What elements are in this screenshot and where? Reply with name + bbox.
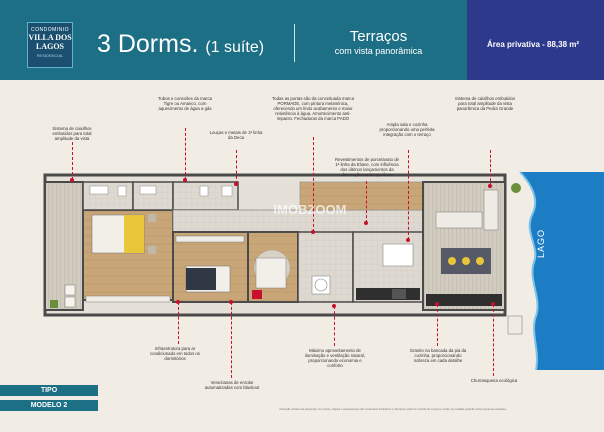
terrace-plant [50,300,58,308]
lead-5-dot [406,238,410,242]
social-sink [139,185,157,195]
note-revestimento: Revestimentos de porcelanato de 1ª linha… [334,157,399,177]
laundry-toilet [199,185,209,197]
lead-3-dot [234,182,238,186]
bedroom-3-bed [255,257,287,289]
note-portas: Todas as portas são da conceituada marca… [272,96,354,121]
lead-11-dot [435,302,439,306]
terrace-chair-1 [64,284,76,296]
left-terrace [44,181,84,311]
master-nightstand-1 [148,214,156,222]
lead-3 [236,150,237,184]
note-ampla-sala: Ampla sala e cozinha proporcionando uma … [379,122,435,137]
terrace-chair-2 [64,296,76,308]
note-venezianas: Venezianas de enrolar automatizadas com … [204,380,260,390]
suite-sink [89,185,109,195]
bedroom-2-wardrobe [175,235,245,243]
lead-4-dot [311,230,315,234]
logo-line-2: LAGOS [35,42,64,51]
title-suffix: (1 suíte) [205,39,265,56]
master-nightstand-2 [148,246,156,254]
subtitle-sub: com vista panorâmica [334,46,423,56]
tag-modelo: MODELO 2 [0,400,98,411]
watermark: IMOBZOOM [274,202,347,217]
title-main: 3 Dorms. [97,30,199,58]
lead-8-dot [176,300,180,304]
lead-10-dot [332,304,336,308]
terrace-table-deco-3 [476,257,484,265]
logo-sub: RESIDENCIAL [36,53,64,58]
washer-drum [314,278,328,292]
lead-8 [178,302,179,344]
lead-6-dot [488,184,492,188]
lead-9-dot [229,300,233,304]
note-caixilhos-right: Sistema de caixilhos embutidos para tota… [454,96,516,111]
lead-5 [408,150,409,240]
lead-10 [334,306,335,346]
subtitle-main: Terraços [349,28,408,45]
header-divider [294,24,295,62]
page-title: 3 Dorms. (1 suíte) [97,30,264,59]
area-label: Área privativa - 88,38 m² [487,40,580,49]
tag-tipo: TIPO [0,385,98,396]
bedroom-3-chair [252,290,262,299]
note-loucas: Louças e metais de 1ª linha da Deca [209,130,263,140]
logo-line-1: VILLA DOS [28,33,72,42]
lead-6 [490,150,491,186]
lead-7-dot [364,221,368,225]
note-infraestrutura: Infraestrutura para ar condicionado em t… [150,346,200,361]
footnote: Ilustração artística da planta-tipo. Os … [279,408,507,411]
lead-9 [231,302,232,378]
dining-table [382,243,414,267]
note-churrasqueira: Churrasqueira ecológica [470,378,518,383]
lead-7 [366,181,367,223]
terrace-armchair [483,189,499,231]
laundry-tank [221,185,233,197]
subtitle-block: Terraços com vista panorâmica [326,28,431,56]
suite-toilet [117,185,127,197]
logo: CONDOMINIO VILLA DOS LAGOS RESIDENCIAL [27,22,73,68]
note-granito: Granito na bancada da pia da cozinha, pr… [409,348,467,363]
terrace-plant-right [511,183,521,193]
note-caixilhos-left: Sistema de caixilhos embutidos para tota… [52,126,92,141]
washer [311,275,331,295]
lake-shore [519,171,539,371]
area-box: Área privativa - 88,38 m² [467,0,604,80]
lead-12-dot [491,302,495,306]
lead-2-dot [183,178,187,182]
terrace-right-chair [507,315,523,335]
barbecue-counter [426,294,502,306]
terrace-table-deco-2 [462,257,470,265]
lead-12 [493,304,494,376]
lake [520,172,604,370]
bedroom-2-throw [186,268,216,290]
lead-11 [437,304,438,346]
header-bar: CONDOMINIO VILLA DOS LAGOS RESIDENCIAL 3… [0,0,604,80]
lead-1 [72,142,73,180]
lead-4 [313,137,314,232]
master-bed-throw [124,215,144,253]
logo-small-text: CONDOMINIO [30,27,70,33]
lead-2 [185,128,186,180]
terrace-table-deco-1 [448,257,456,265]
lake-label: LAGO [536,228,546,258]
kitchen-counter [356,288,420,300]
lead-1-dot [70,178,74,182]
note-maximo: Máximo aproveitamento de iluminação e ve… [304,348,366,368]
kitchen-stove [392,289,406,299]
master-wardrobe [85,295,171,303]
note-tubos: Tubos e conexões da marca Tigre ou Amanc… [157,96,213,111]
terrace-sofa [435,211,483,229]
